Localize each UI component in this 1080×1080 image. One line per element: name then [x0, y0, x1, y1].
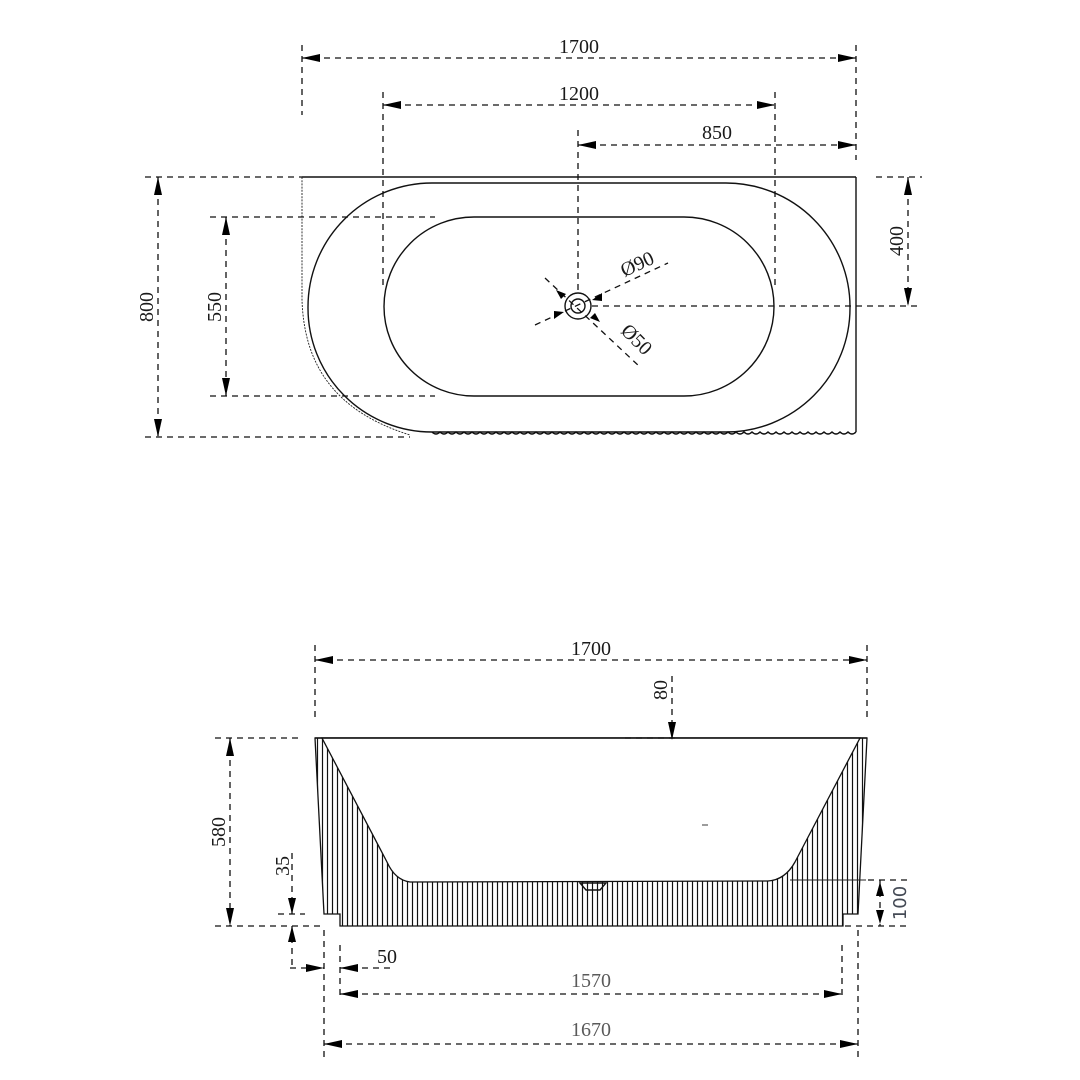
dim-base-step: 35 — [272, 853, 296, 968]
label-580: 580 — [208, 817, 230, 847]
label-550: 550 — [204, 292, 226, 322]
label-100: 100 — [890, 886, 911, 920]
label-800: 800 — [136, 292, 158, 322]
drain-symbol — [534, 262, 669, 368]
label-1200: 1200 — [559, 83, 599, 105]
label-diameter-90: Ø90 — [617, 247, 658, 281]
label-diameter-50: Ø50 — [616, 320, 656, 360]
dim-drain-offset-x: 850 — [578, 122, 856, 149]
dim-base-length: 1570 — [340, 970, 842, 998]
dim-rim-thickness: 80 — [650, 680, 676, 740]
label-850: 850 — [702, 122, 732, 144]
top-view: 1700 1200 850 800 550 — [136, 36, 922, 438]
dim-overall-height: 580 — [208, 738, 234, 926]
dim-top-overall-length: 1700 — [302, 36, 856, 62]
label-1700-side: 1700 — [571, 638, 611, 660]
label-50: 50 — [377, 946, 397, 968]
dim-inner-floor-height: 100 — [876, 880, 911, 926]
side-view: 1700 80 580 35 100 — [208, 638, 911, 1058]
top-view-outline — [301, 176, 857, 436]
inner-basin-profile — [320, 737, 862, 883]
label-80: 80 — [650, 680, 672, 700]
label-400: 400 — [886, 226, 908, 256]
dim-base-inset: 50 — [290, 946, 397, 972]
label-1700-top: 1700 — [559, 36, 599, 58]
outer-rim — [307, 182, 851, 433]
dim-drain-offset-y: 400 — [886, 177, 912, 306]
dim-side-overall-length: 1700 — [315, 638, 867, 664]
label-1670: 1670 — [571, 1019, 611, 1041]
label-1570: 1570 — [571, 970, 611, 992]
dim-bottom-length: 1670 — [324, 1019, 858, 1048]
label-35: 35 — [272, 856, 294, 876]
dim-inner-width: 550 — [204, 217, 230, 396]
dim-overall-width: 800 — [136, 177, 162, 437]
dim-inner-length: 1200 — [383, 83, 775, 109]
